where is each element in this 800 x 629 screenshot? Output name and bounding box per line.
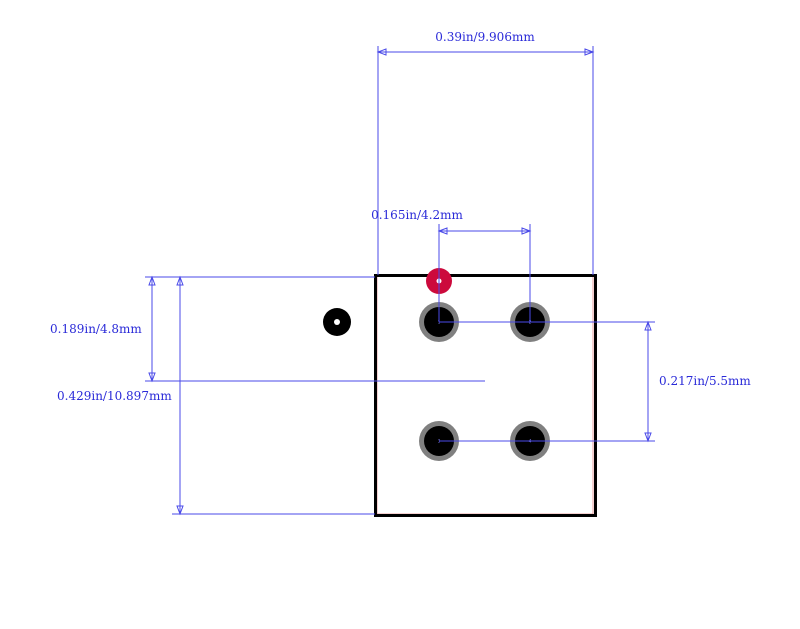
- courtyard-outline: [376, 275, 594, 515]
- dim-pin-pitch-y-label: 0.217in/5.5mm: [659, 374, 751, 388]
- dim-top-to-pin-label: 0.189in/4.8mm: [50, 322, 142, 336]
- dim-overall-height-label: 0.429in/10.897mm: [57, 389, 172, 403]
- package-outline: [374, 274, 597, 517]
- component-body: [374, 274, 597, 517]
- dim-pin-pitch-x-label: 0.165in/4.2mm: [371, 208, 463, 222]
- dimension-lines: [145, 46, 655, 516]
- dim-overall-width-label: 0.39in/9.906mm: [435, 30, 535, 44]
- origin-marker: [323, 308, 351, 336]
